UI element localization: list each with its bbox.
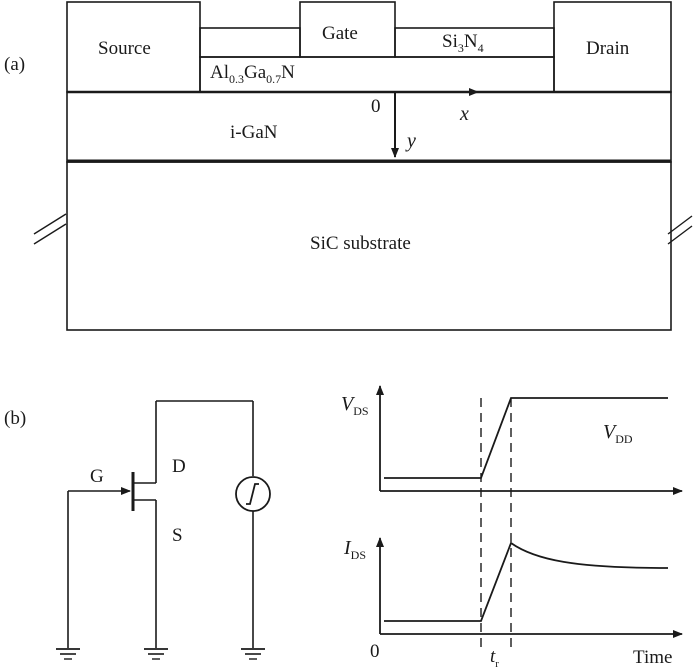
ground-source [144, 648, 168, 660]
channel-label: i-GaN [230, 122, 278, 143]
panel-b: (b) [4, 385, 683, 670]
waveforms: VDS VDD IDS 0 tr Time [341, 385, 683, 670]
drain-terminal-label: D [172, 456, 186, 477]
vds-label: VDS [341, 393, 369, 418]
gate-terminal-label: G [90, 466, 104, 487]
panel-a: (a) Source Gate Drain Si3N4 Al0.3Ga0.7N … [4, 1, 693, 331]
x-axis-label: x [459, 103, 469, 125]
gate-contact [299, 1, 396, 58]
gate-label: Gate [322, 23, 358, 44]
source-label: Source [98, 38, 151, 59]
vds-curve [384, 397, 668, 479]
rise-time-label: tr [490, 646, 499, 670]
pulse-symbol [246, 483, 259, 505]
panel-a-label: (a) [4, 54, 25, 75]
vdd-label: VDD [603, 421, 633, 446]
time-axis-label: Time [633, 647, 672, 668]
origin-label: 0 [371, 96, 381, 117]
time-origin-label: 0 [370, 641, 380, 662]
source-contact [66, 1, 201, 93]
gan-layer [66, 91, 672, 163]
substrate-label: SiC substrate [310, 233, 411, 254]
ids-label: IDS [343, 537, 366, 562]
y-axis-label: y [405, 130, 416, 152]
passivation-label: Si3N4 [442, 31, 484, 55]
drain-contact [553, 1, 672, 93]
break-mark-right [667, 215, 693, 245]
source-terminal-label: S [172, 525, 183, 546]
test-circuit: G D S [56, 400, 271, 660]
drain-label: Drain [586, 38, 630, 59]
break-mark-left [33, 213, 67, 245]
barrier-label: Al0.3Ga0.7N [210, 62, 295, 86]
ids-curve [384, 541, 669, 622]
panel-b-label: (b) [4, 408, 26, 429]
ground-supply [241, 648, 265, 660]
ground-gate [56, 648, 80, 660]
sin-layer-left [199, 27, 301, 58]
